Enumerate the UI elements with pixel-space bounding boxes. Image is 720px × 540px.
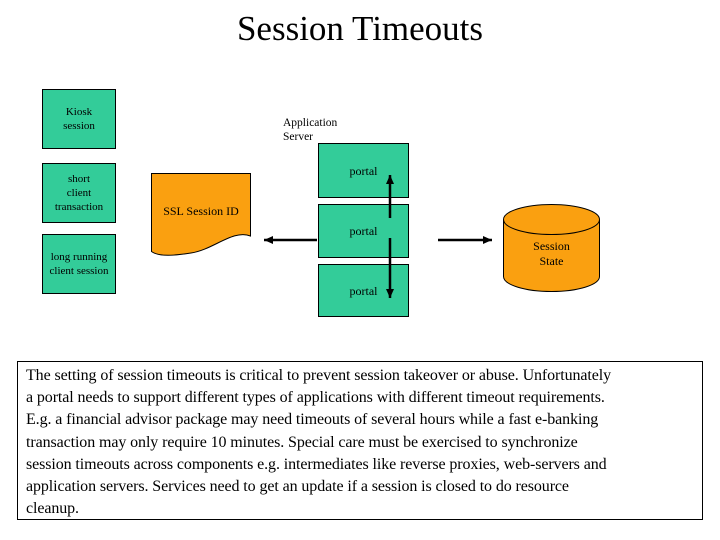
document-shape-outline — [151, 173, 251, 256]
kiosk-session-box: Kiosk session — [42, 89, 116, 149]
cylinder-top-ellipse — [503, 204, 600, 235]
session-state-label-line2: State — [539, 254, 564, 268]
long-running-label-line2: client session — [49, 265, 109, 277]
cylinder-body — [503, 219, 600, 292]
long-running-label-line1: long running — [50, 251, 108, 263]
description-line-3: E.g. a financial advisor package may nee… — [26, 411, 599, 429]
kiosk-session-label-line2: session — [63, 120, 95, 132]
description-line-4: transaction may only require 10 minutes.… — [26, 433, 578, 451]
application-server-label-line2: Server — [283, 131, 314, 143]
session-state-label: Session State — [503, 239, 600, 269]
short-client-transaction-label-line3: transaction — [54, 201, 104, 213]
description-line-6: application servers. Services need to ge… — [26, 478, 569, 496]
slide-title: Session Timeouts — [236, 9, 484, 48]
portal-box-2-label: portal — [349, 224, 378, 238]
application-server-label-line1: Application — [283, 117, 338, 129]
description-text-box: The setting of session timeouts is criti… — [17, 361, 703, 520]
description-line-5: session timeouts across components e.g. … — [26, 455, 607, 473]
portal-box-3: portal — [318, 264, 409, 317]
description-line-7: cleanup. — [26, 500, 79, 518]
description-line-2: a portal needs to support different type… — [26, 389, 605, 407]
ssl-session-id-label: SSL Session ID — [163, 204, 239, 218]
portal-box-2: portal — [318, 204, 409, 258]
description-line-1: The setting of session timeouts is criti… — [26, 367, 612, 384]
long-running-client-session-box: long running client session — [42, 234, 116, 294]
kiosk-session-label-line1: Kiosk — [65, 106, 93, 118]
session-state-cylinder — [503, 204, 600, 292]
portal-box-1: portal — [318, 143, 409, 198]
portal-box-3-label: portal — [349, 283, 378, 298]
short-client-transaction-label-line1: short — [68, 173, 90, 185]
portal-box-1-label: portal — [349, 163, 378, 178]
session-state-label-line1: Session — [533, 239, 570, 253]
short-client-transaction-box: short client transaction — [42, 163, 116, 223]
ssl-session-id-document-shape — [151, 173, 251, 256]
application-server-label: Application Server — [283, 116, 337, 144]
short-client-transaction-label-line2: client — [66, 187, 92, 199]
